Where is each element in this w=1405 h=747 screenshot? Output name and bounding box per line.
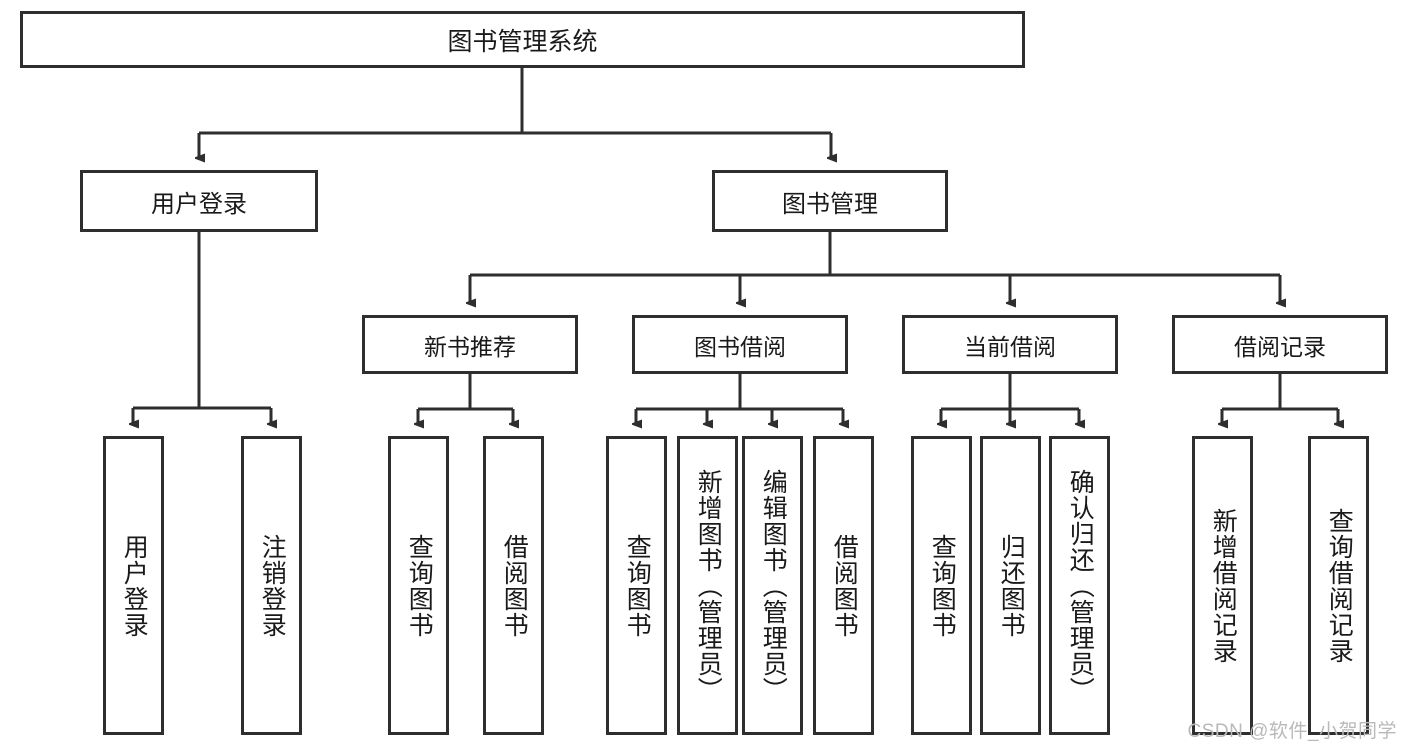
- leaf-query-book-borrow-label: 查询图书: [623, 533, 652, 638]
- leaf-add-borrow-record[interactable]: 新增借阅记录: [1192, 436, 1253, 735]
- node-book-management-label: 图书管理: [782, 190, 878, 218]
- node-root-label: 图书管理系统: [447, 27, 598, 56]
- node-current-borrow-label: 当前借阅: [964, 333, 1056, 360]
- leaf-return-book-label: 归还图书: [997, 533, 1026, 638]
- leaf-query-borrow-record-label: 查询借阅记录: [1325, 507, 1354, 664]
- leaf-borrow-book-recommend-label: 借阅图书: [500, 533, 529, 638]
- leaf-add-borrow-record-label: 新增借阅记录: [1209, 507, 1238, 664]
- node-root-system[interactable]: 图书管理系统: [20, 11, 1025, 68]
- node-borrow-record-label: 借阅记录: [1234, 333, 1326, 360]
- leaf-edit-book-admin[interactable]: 编辑图书（管理员）: [742, 436, 803, 735]
- leaf-borrow-book-label: 借阅图书: [830, 533, 859, 638]
- leaf-query-book-current[interactable]: 查询图书: [911, 436, 972, 735]
- node-borrow-record[interactable]: 借阅记录: [1172, 315, 1388, 374]
- leaf-user-login[interactable]: 用户登录: [103, 436, 164, 735]
- leaf-add-book-admin-label: 新增图书（管理员）: [694, 468, 723, 703]
- node-user-login-label: 用户登录: [151, 190, 247, 218]
- leaf-edit-book-admin-label: 编辑图书（管理员）: [759, 468, 788, 703]
- leaf-user-login-label: 用户登录: [120, 533, 149, 638]
- node-current-borrow[interactable]: 当前借阅: [902, 315, 1118, 374]
- leaf-logout[interactable]: 注销登录: [241, 436, 302, 735]
- leaf-return-book[interactable]: 归还图书: [980, 436, 1041, 735]
- leaf-confirm-return-admin-label: 确认归还（管理员）: [1066, 468, 1095, 703]
- leaf-add-book-admin[interactable]: 新增图书（管理员）: [677, 436, 738, 735]
- leaf-query-book-recommend[interactable]: 查询图书: [388, 436, 449, 735]
- leaf-query-book-borrow[interactable]: 查询图书: [606, 436, 667, 735]
- node-user-login[interactable]: 用户登录: [80, 170, 318, 232]
- node-book-borrow[interactable]: 图书借阅: [632, 315, 848, 374]
- leaf-confirm-return-admin[interactable]: 确认归还（管理员）: [1049, 436, 1110, 735]
- leaf-query-borrow-record[interactable]: 查询借阅记录: [1308, 436, 1369, 735]
- leaf-query-book-recommend-label: 查询图书: [405, 533, 434, 638]
- leaf-borrow-book[interactable]: 借阅图书: [813, 436, 874, 735]
- leaf-query-book-current-label: 查询图书: [928, 533, 957, 638]
- node-book-management[interactable]: 图书管理: [712, 170, 948, 232]
- leaf-borrow-book-recommend[interactable]: 借阅图书: [483, 436, 544, 735]
- leaf-logout-label: 注销登录: [258, 533, 287, 638]
- node-book-borrow-label: 图书借阅: [694, 333, 786, 360]
- watermark: CSDN @软件_小贺同学: [1187, 721, 1397, 742]
- node-new-book-recommend-label: 新书推荐: [424, 333, 516, 360]
- node-new-book-recommend[interactable]: 新书推荐: [362, 315, 578, 374]
